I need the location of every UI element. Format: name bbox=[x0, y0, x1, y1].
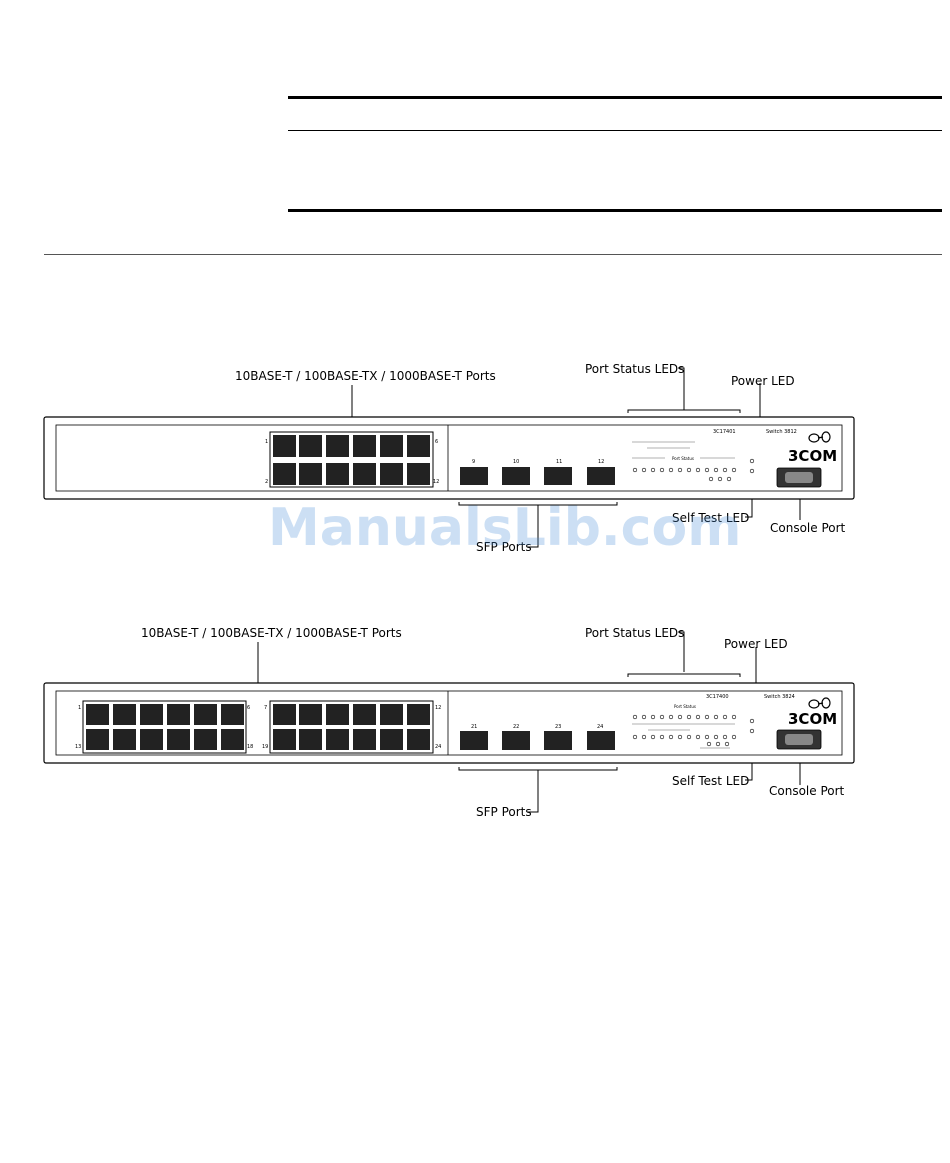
callout-power-led: Power LED bbox=[724, 637, 788, 651]
callout-port-status-leds: Port Status LEDs bbox=[585, 626, 684, 640]
table-bottom-rule bbox=[288, 209, 942, 212]
chassis-outer bbox=[43, 416, 855, 500]
port-num-b2-br: 24 bbox=[435, 744, 441, 750]
sfp-num-1: 21 bbox=[471, 724, 477, 730]
callout-power-led: Power LED bbox=[731, 374, 795, 388]
port-num-tl: 1 bbox=[265, 439, 268, 445]
port-num-bl: 2 bbox=[265, 479, 268, 485]
watermark: ManualsLib.com bbox=[268, 498, 742, 558]
figure-switch-3824: 10BASE-T / 100BASE-TX / 1000BASE-T Ports… bbox=[0, 620, 950, 830]
port-status-leds bbox=[632, 714, 737, 747]
rj45-ports-block-1 bbox=[86, 704, 244, 750]
sfp-num-3: 23 bbox=[555, 724, 561, 730]
table-top-rule bbox=[288, 96, 942, 99]
3com-logo-icon bbox=[808, 697, 831, 709]
brand-name: 3COM bbox=[788, 710, 837, 728]
figure-switch-3812: 10BASE-T / 100BASE-TX / 1000BASE-T Ports… bbox=[0, 355, 950, 565]
table-header-rule bbox=[288, 130, 942, 131]
callout-console-port: Console Port bbox=[769, 784, 845, 798]
power-self-test-leds bbox=[749, 458, 755, 474]
sfp-ports bbox=[460, 467, 615, 485]
led-legend bbox=[632, 723, 735, 749]
port-num-b1-tr: 6 bbox=[247, 705, 250, 711]
port-num-br: 12 bbox=[433, 479, 439, 485]
rj45-port-block-2 bbox=[269, 700, 434, 754]
callout-sfp-ports: SFP Ports bbox=[476, 805, 532, 819]
switch-name: Switch 3812 bbox=[766, 429, 797, 435]
3com-logo-icon bbox=[808, 431, 831, 443]
led-legend bbox=[632, 441, 735, 459]
port-num-b1-bl: 13 bbox=[75, 744, 81, 750]
callout-self-test-led: Self Test LED bbox=[672, 774, 749, 788]
rj45-port-block bbox=[269, 431, 434, 488]
rj45-ports bbox=[273, 435, 430, 485]
brand-name: 3COM bbox=[788, 447, 837, 465]
port-num-b1-tl: 1 bbox=[78, 705, 81, 711]
model-number: 3C17401 bbox=[713, 429, 736, 435]
port-num-b2-bl: 19 bbox=[262, 744, 268, 750]
switch-name: Switch 3824 bbox=[764, 694, 795, 700]
port-num-b2-tr: 12 bbox=[435, 705, 441, 711]
port-status-label: Port Status bbox=[672, 456, 694, 461]
power-self-test-leds bbox=[749, 718, 755, 734]
chassis-inner bbox=[55, 690, 843, 756]
sfp-num-4: 12 bbox=[598, 459, 604, 465]
sfp-num-2: 10 bbox=[513, 459, 519, 465]
switch-3812-diagram: 10BASE-T / 100BASE-TX / 1000BASE-T Ports… bbox=[43, 362, 855, 554]
callout-port-status-leds: Port Status LEDs bbox=[585, 362, 684, 376]
model-number: 3C17400 bbox=[706, 694, 729, 700]
section-divider bbox=[44, 254, 942, 255]
switch-3824-diagram: 10BASE-T / 100BASE-TX / 1000BASE-T Ports… bbox=[43, 626, 855, 819]
callout-ports: 10BASE-T / 100BASE-TX / 1000BASE-T Ports bbox=[141, 626, 402, 640]
callout-self-test-led: Self Test LED bbox=[672, 511, 749, 525]
sfp-num-2: 22 bbox=[513, 724, 519, 730]
port-num-b1-br: 18 bbox=[247, 744, 253, 750]
port-num-b2-tl: 7 bbox=[264, 705, 267, 711]
rj45-port-block-1 bbox=[82, 700, 247, 754]
callout-ports: 10BASE-T / 100BASE-TX / 1000BASE-T Ports bbox=[235, 369, 496, 383]
sfp-ports bbox=[460, 731, 615, 750]
chassis-inner bbox=[55, 424, 843, 492]
sfp-num-1: 9 bbox=[472, 459, 475, 465]
callout-sfp-ports: SFP Ports bbox=[476, 540, 532, 554]
port-num-tr: 6 bbox=[435, 439, 438, 445]
callout-console-port: Console Port bbox=[770, 521, 846, 535]
sfp-num-3: 11 bbox=[556, 459, 562, 465]
rj45-ports-block-2 bbox=[273, 704, 430, 750]
port-status-label: Port Status bbox=[674, 704, 696, 709]
sfp-num-4: 24 bbox=[597, 724, 603, 730]
port-status-leds bbox=[632, 467, 737, 482]
